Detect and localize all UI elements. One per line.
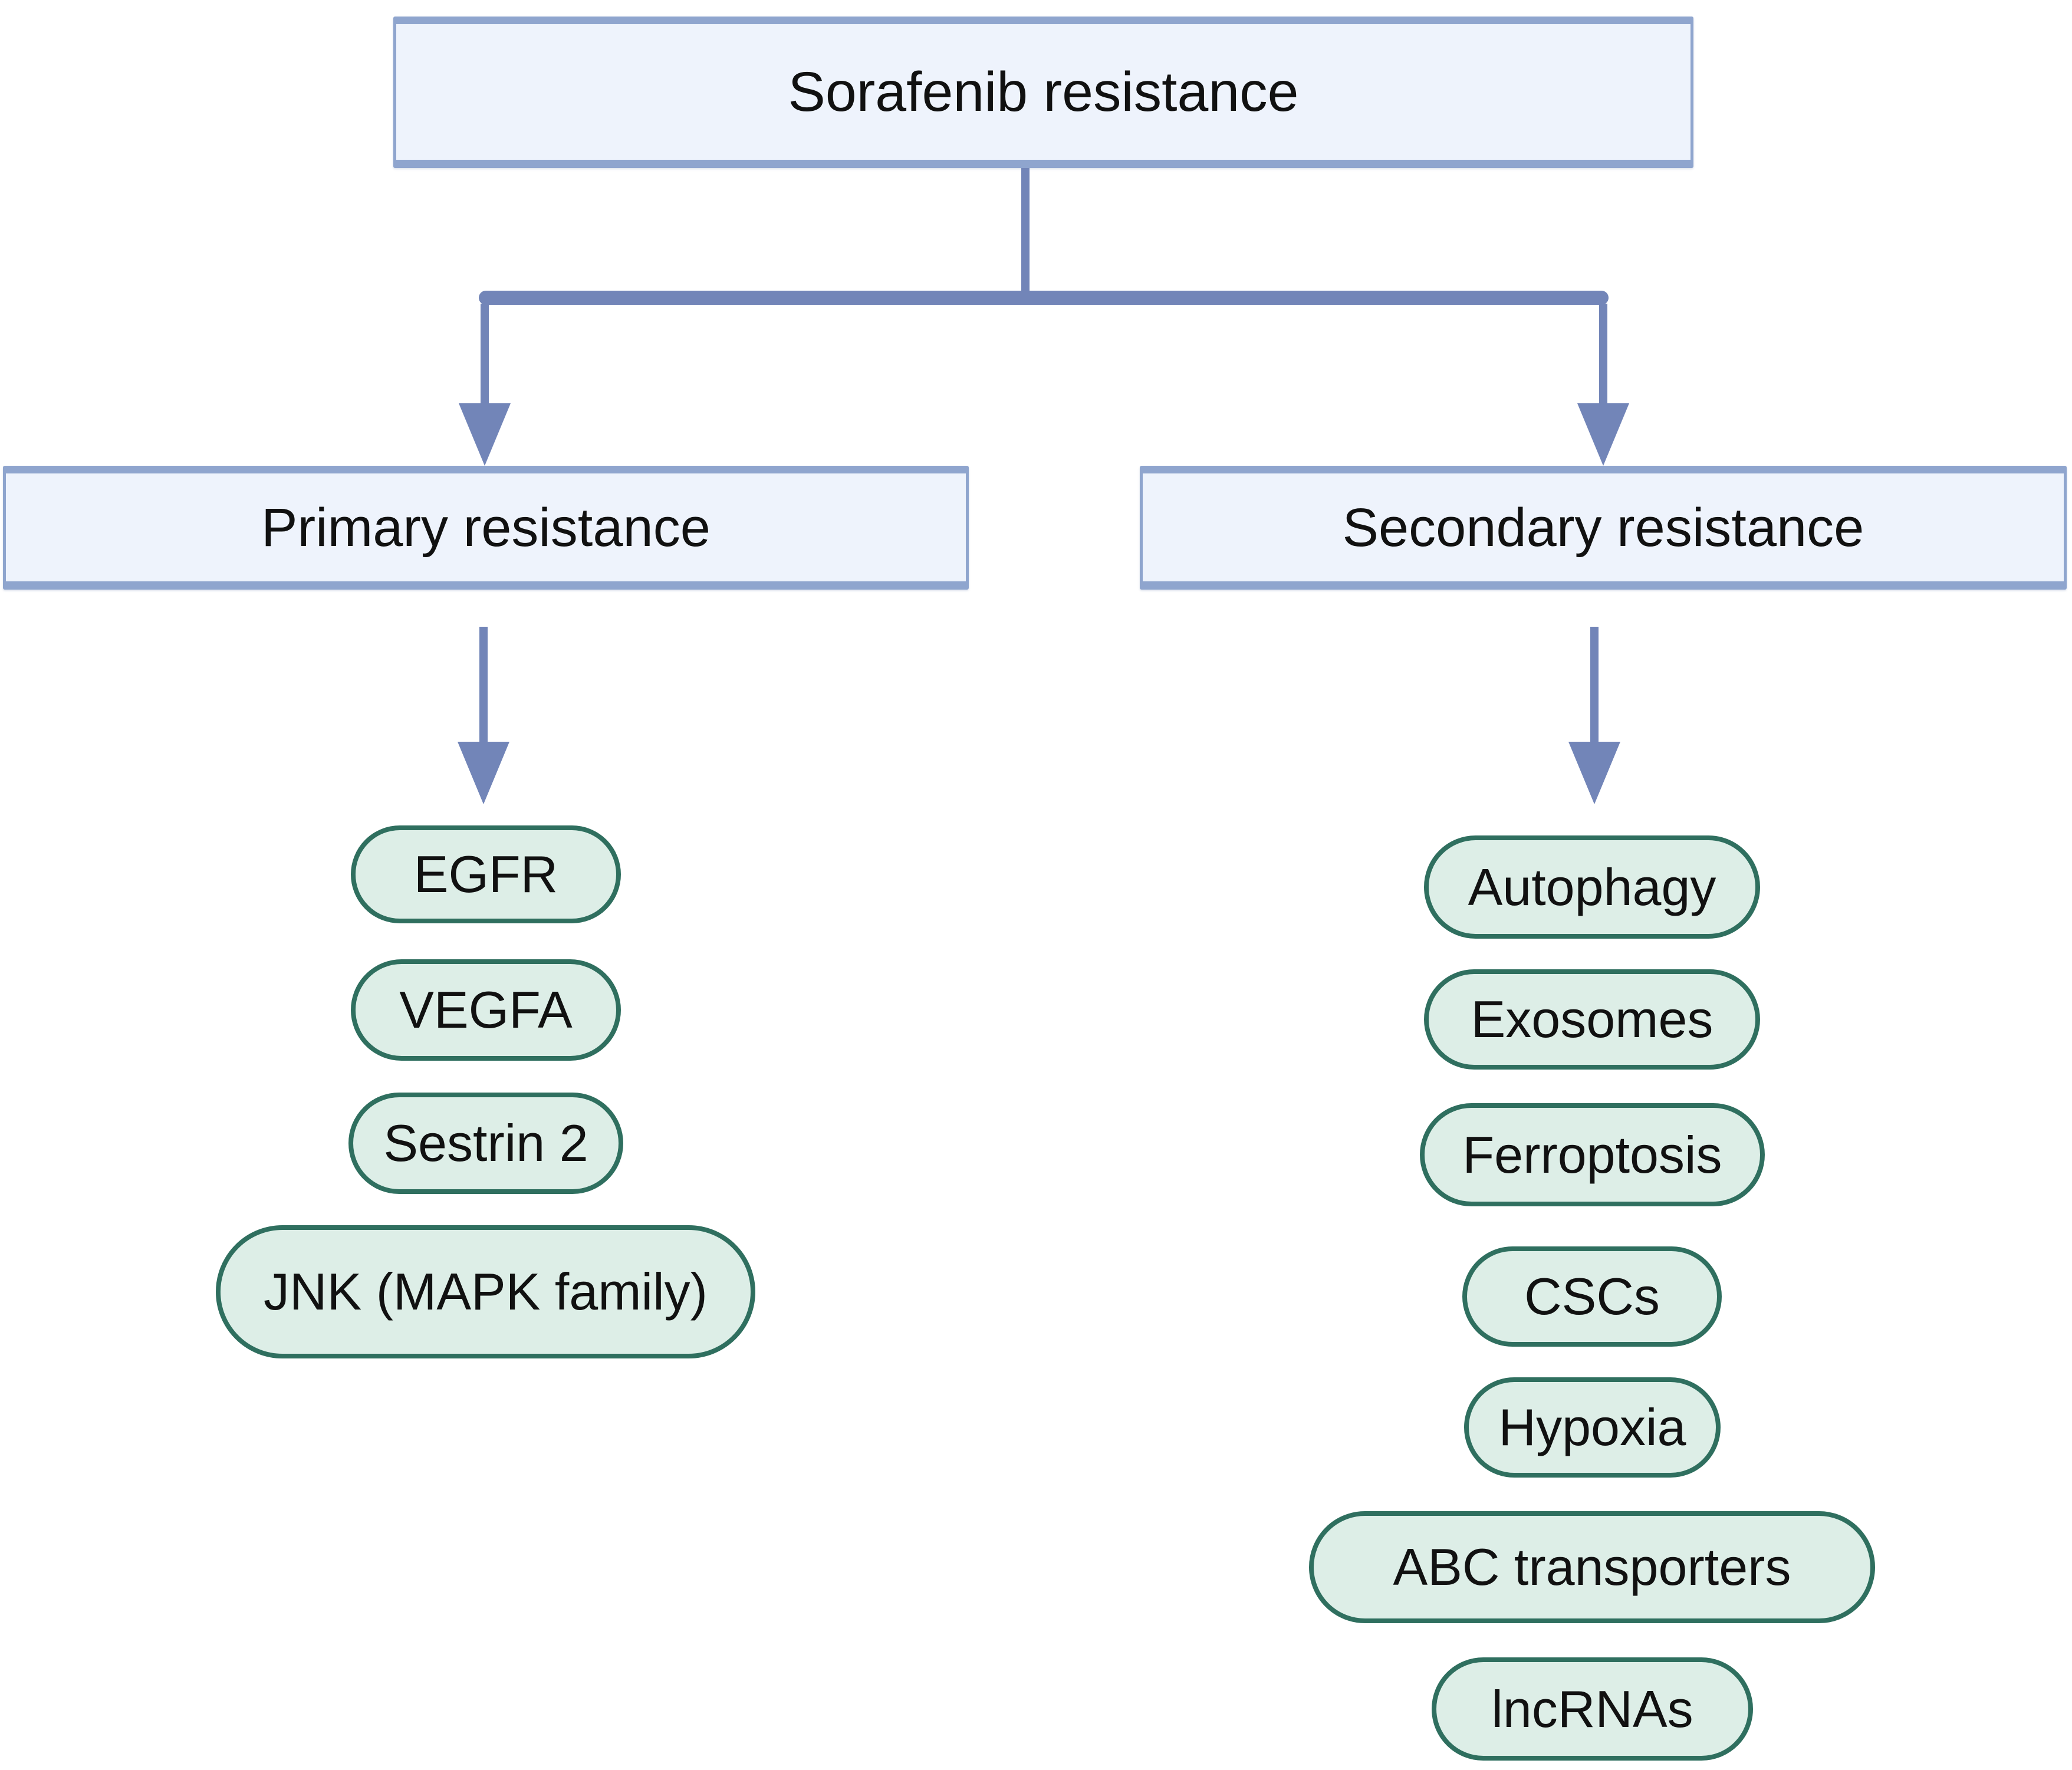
node-primary-resistance-label: Primary resistance [261, 497, 711, 558]
node-jnk-mapk-family-label: JNK (MAPK family) [264, 1262, 708, 1321]
node-sestrin-2: Sestrin 2 [348, 1093, 623, 1194]
arrowhead-to-secondary-items [1568, 742, 1620, 804]
node-sorafenib-resistance: Sorafenib resistance [393, 17, 1693, 168]
node-cscs: CSCs [1462, 1246, 1722, 1347]
connector-primary-stem [479, 627, 488, 743]
arrowhead-to-primary [459, 403, 511, 466]
node-cscs-label: CSCs [1524, 1267, 1660, 1325]
node-sestrin-2-label: Sestrin 2 [383, 1114, 588, 1172]
node-vegfa: VEGFA [351, 959, 621, 1061]
arrowhead-to-primary-items [458, 742, 509, 804]
arrowhead-to-secondary [1577, 403, 1629, 466]
node-exosomes: Exosomes [1424, 969, 1760, 1070]
node-primary-resistance: Primary resistance [3, 466, 969, 590]
node-hypoxia-label: Hypoxia [1498, 1398, 1686, 1456]
node-exosomes-label: Exosomes [1471, 990, 1713, 1048]
node-lncrnas-label: lncRNAs [1491, 1679, 1693, 1738]
node-abc-transporters: ABC transporters [1309, 1511, 1875, 1623]
node-egfr-label: EGFR [413, 845, 558, 903]
node-lncrnas: lncRNAs [1432, 1657, 1753, 1761]
connector-branch-bar [479, 291, 1609, 305]
node-abc-transporters-label: ABC transporters [1393, 1538, 1791, 1596]
node-sorafenib-resistance-label: Sorafenib resistance [788, 60, 1299, 123]
node-ferroptosis: Ferroptosis [1420, 1103, 1765, 1206]
node-hypoxia: Hypoxia [1464, 1377, 1721, 1478]
node-secondary-resistance: Secondary resistance [1140, 466, 2067, 590]
node-ferroptosis-label: Ferroptosis [1462, 1125, 1722, 1184]
node-autophagy-label: Autophagy [1468, 857, 1716, 916]
connector-left-drop [481, 304, 489, 405]
connector-secondary-stem [1590, 627, 1599, 743]
node-secondary-resistance-label: Secondary resistance [1342, 497, 1864, 558]
node-egfr: EGFR [351, 825, 621, 923]
node-autophagy: Autophagy [1424, 835, 1760, 939]
connector-right-drop [1599, 304, 1607, 405]
connector-root-stem [1021, 168, 1030, 293]
node-jnk-mapk-family: JNK (MAPK family) [216, 1225, 755, 1358]
node-vegfa-label: VEGFA [399, 981, 573, 1039]
